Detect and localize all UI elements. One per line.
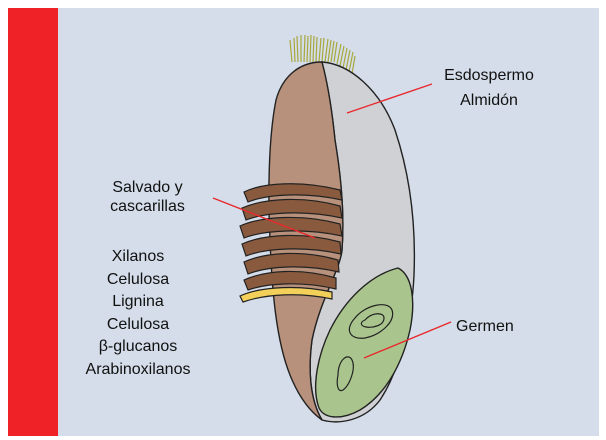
endosperm-label: Esdospermo Almidón — [436, 66, 542, 110]
component-list: Xilanos Celulosa Lignina Celulosa β-gluc… — [68, 246, 208, 381]
component-item: Celulosa — [68, 269, 208, 292]
endosperm-label-line-1: Esdospermo — [436, 66, 542, 85]
component-item: Xilanos — [68, 246, 208, 269]
bran-label-line-1: Salvado y — [100, 178, 195, 197]
component-item: Lignina — [68, 291, 208, 314]
endosperm-label-line-2: Almidón — [436, 91, 542, 110]
bran-label-line-2: cascarillas — [100, 197, 195, 216]
component-item: Celulosa — [68, 314, 208, 337]
bran-label: Salvado y cascarillas — [100, 178, 195, 216]
germ-label: Germen — [456, 317, 514, 336]
component-item: Arabinoxilanos — [68, 359, 208, 382]
component-item: β-glucanos — [68, 336, 208, 359]
